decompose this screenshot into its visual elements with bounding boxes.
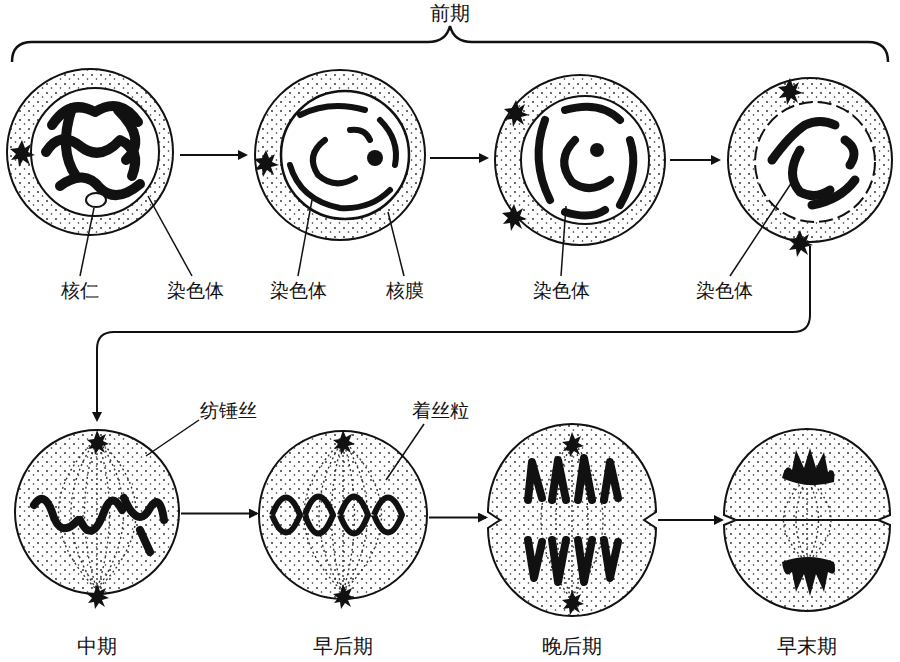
part-label: 着丝粒 [412,400,469,422]
stage-arrow [429,517,486,519]
stage-name: 早末期 [777,635,837,658]
cell-stage: 早后期 [259,431,427,658]
part-label: 核仁 [61,280,99,302]
part-label: 染色体 [696,280,753,302]
part-label: 染色体 [167,280,224,302]
stage-arrow [181,513,257,515]
cell-stage: 早末期 [724,434,890,658]
stage-name: 早后期 [313,635,373,658]
part-label: 纺锤丝 [200,400,257,422]
stage-name: 晚后期 [542,635,602,658]
stage-name: 中期 [77,635,117,658]
cell-stage: 中期 [15,430,179,658]
part-label: 染色体 [533,280,590,302]
cell-stage: 晚后期 [488,427,656,658]
part-label: 核膜 [386,280,424,302]
part-label: 染色体 [270,280,327,302]
phase-heading: 前期 [430,2,470,25]
stage-arrow [658,519,722,521]
